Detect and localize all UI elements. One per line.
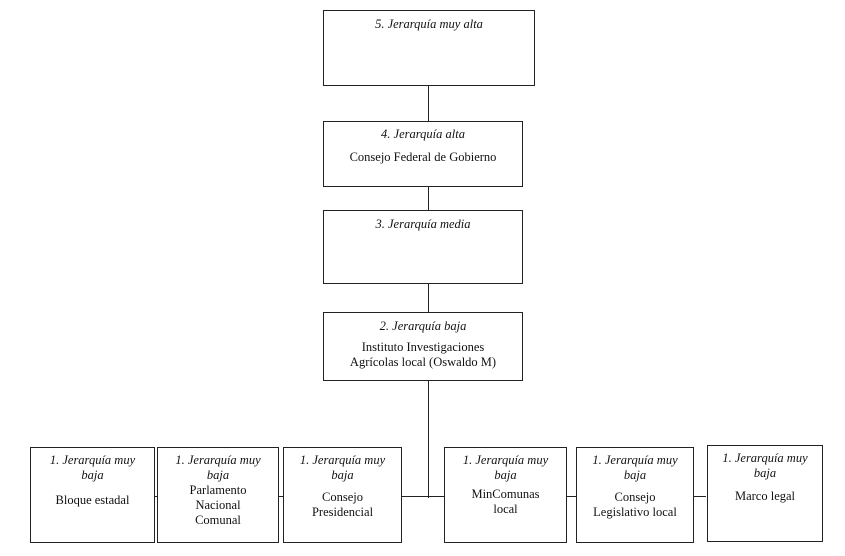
- bottom-label-1: 1. Jerarquía muy: [49, 453, 136, 467]
- bottom-name-line-2: local: [493, 502, 518, 516]
- level-4-name: Consejo Federal de Gobierno: [349, 150, 497, 164]
- bottom-name: Bloque estadal: [55, 493, 130, 507]
- connector-2-bottom: [428, 380, 430, 498]
- bottom-label-2: baja: [623, 468, 647, 482]
- level-2-name-line2: Agrícolas local (Oswaldo M): [349, 355, 497, 369]
- bottom-label-1: 1. Jerarquía muy: [592, 453, 678, 467]
- bottom-name-line-1: MinComunas: [471, 487, 540, 501]
- level-2-name-line1: Instituto Investigaciones: [361, 340, 485, 354]
- box-parlamento-nacional-comunal: 1. Jerarquía muy baja Parlamento Naciona…: [157, 447, 279, 543]
- connector-bottom-horizontal: [154, 496, 706, 498]
- box-consejo-legislativo-local: 1. Jerarquía muy baja Consejo Legislativ…: [576, 447, 694, 543]
- box-level-4: 4. Jerarquía alta Consejo Federal de Gob…: [323, 121, 523, 187]
- bottom-label-1: 1. Jerarquía muy: [722, 451, 808, 465]
- box-level-3: 3. Jerarquía media: [323, 210, 523, 284]
- box-level-2: 2. Jerarquía baja Instituto Investigacio…: [323, 312, 523, 381]
- bottom-name-line-1: Parlamento: [189, 483, 247, 497]
- bottom-label-2: baja: [81, 468, 104, 482]
- bottom-label-1: 1. Jerarquía muy: [299, 453, 386, 467]
- connector-3-2: [428, 283, 430, 313]
- box-level-5: 5. Jerarquía muy alta: [323, 10, 535, 86]
- box-mincomunas-local: 1. Jerarquía muy baja MinComunas local: [444, 447, 567, 543]
- box-marco-legal: 1. Jerarquía muy baja Marco legal: [707, 445, 823, 542]
- bottom-label-2: baja: [206, 468, 230, 482]
- level-3-label: 3. Jerarquía media: [375, 217, 471, 231]
- bottom-label-1: 1. Jerarquía muy: [462, 453, 549, 467]
- bottom-name-line-1: Consejo: [322, 490, 363, 504]
- bottom-name-line-2: Nacional: [195, 498, 241, 512]
- bottom-label-1: 1. Jerarquía muy: [175, 453, 261, 467]
- bottom-label-2: baja: [753, 466, 777, 480]
- level-2-label: 2. Jerarquía baja: [379, 319, 467, 333]
- connector-4-3: [428, 186, 430, 210]
- bottom-name-line-2: Presidencial: [311, 505, 374, 519]
- bottom-label-2: baja: [331, 468, 354, 482]
- bottom-label-2: baja: [494, 468, 517, 482]
- connector-5-4: [428, 85, 430, 122]
- bottom-name-line-1: Consejo: [614, 490, 656, 504]
- level-5-label: 5. Jerarquía muy alta: [375, 17, 483, 31]
- level-4-label: 4. Jerarquía alta: [381, 127, 465, 141]
- box-consejo-presidencial: 1. Jerarquía muy baja Consejo Presidenci…: [283, 447, 402, 543]
- bottom-name-line-3: Comunal: [195, 513, 241, 527]
- bottom-name: Marco legal: [734, 489, 796, 503]
- bottom-name-line-2: Legislativo local: [593, 505, 677, 519]
- box-bloque-estadal: 1. Jerarquía muy baja Bloque estadal: [30, 447, 155, 543]
